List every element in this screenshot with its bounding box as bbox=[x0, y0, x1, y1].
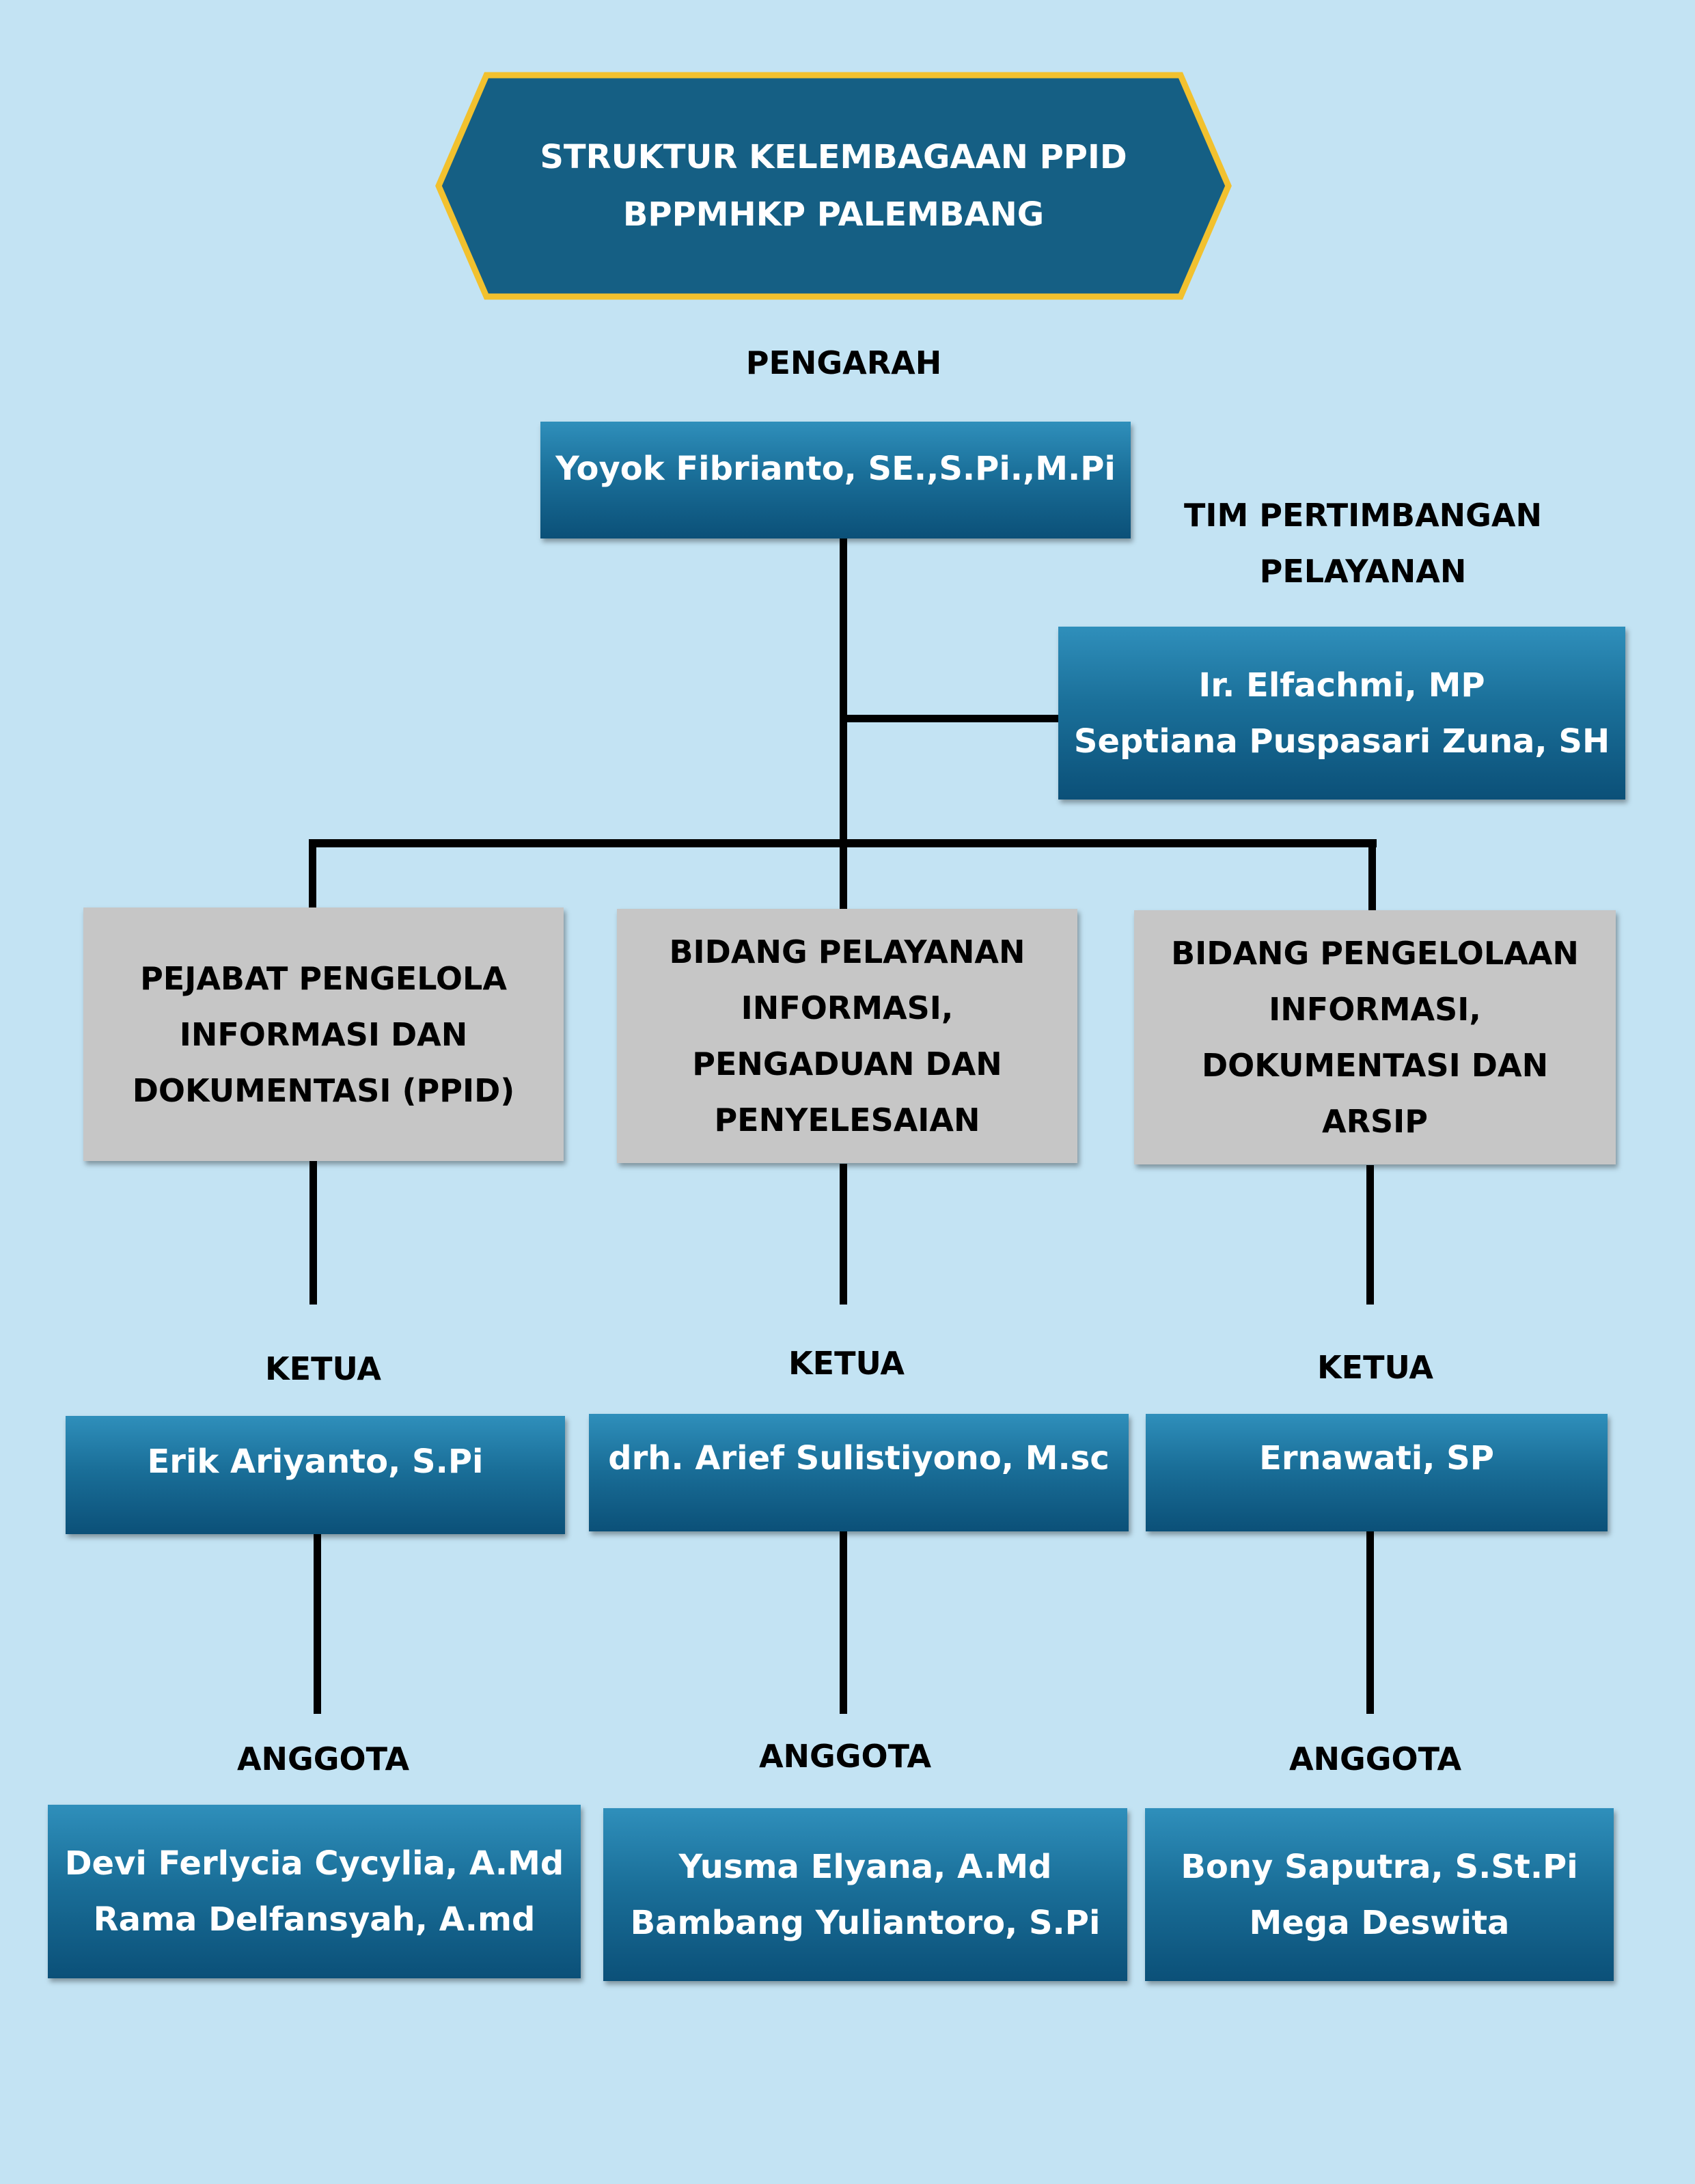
unit2-ketua-name: drh. Arief Sulistiyono, M.sc bbox=[608, 1439, 1110, 1477]
title-line-2: BPPMHKP PALEMBANG bbox=[622, 195, 1045, 234]
title-hexagon-shape bbox=[435, 72, 1232, 300]
connector-unit2-anggota bbox=[840, 1531, 847, 1714]
unit1-anggota-label: ANGGOTA bbox=[236, 1741, 410, 1777]
connector-unit1-anggota bbox=[314, 1534, 321, 1714]
unit-box-pelayanan: BIDANG PELAYANAN INFORMASI, PENGADUAN DA… bbox=[617, 909, 1077, 1163]
page-title: STRUKTUR KELEMBAGAAN PPID BPPMHKP PALEMB… bbox=[433, 71, 1234, 301]
connector-drop-left bbox=[309, 839, 316, 910]
unit2-anggota-1: Yusma Elyana, A.Md bbox=[678, 1847, 1052, 1886]
unit3-ketua-label: KETUA bbox=[1317, 1349, 1433, 1386]
unit2-line-1: BIDANG PELAYANAN bbox=[669, 933, 1025, 970]
unit2-anggota-box: Yusma Elyana, A.Md Bambang Yuliantoro, S… bbox=[603, 1808, 1127, 1981]
unit1-anggota-2: Rama Delfansyah, A.md bbox=[93, 1900, 536, 1939]
unit1-line-2: INFORMASI DAN bbox=[179, 1015, 468, 1053]
connector-tim-branch bbox=[840, 715, 1059, 722]
unit3-anggota-box: Bony Saputra, S.St.Pi Mega Deswita bbox=[1145, 1808, 1614, 1981]
pengarah-name: Yoyok Fibrianto, SE.,S.Pi.,M.Pi bbox=[555, 450, 1116, 488]
title-banner: STRUKTUR KELEMBAGAAN PPID BPPMHKP PALEMB… bbox=[433, 71, 1234, 301]
unit-box-ppid: PEJABAT PENGELOLA INFORMASI DAN DOKUMENT… bbox=[83, 907, 564, 1161]
connector-unit2-ketua bbox=[840, 1164, 847, 1305]
tim-label-line-2: PELAYANAN bbox=[1259, 553, 1467, 590]
unit1-ketua-name: Erik Ariyanto, S.Pi bbox=[147, 1443, 484, 1481]
unit3-line-1: BIDANG PENGELOLAAN bbox=[1171, 935, 1579, 972]
title-line-1: STRUKTUR KELEMBAGAAN PPID bbox=[540, 138, 1127, 176]
unit1-anggota-1: Devi Ferlycia Cycylia, A.Md bbox=[64, 1844, 564, 1883]
unit1-ketua-box: Erik Ariyanto, S.Pi bbox=[66, 1416, 565, 1534]
tim-box: Ir. Elfachmi, MP Septiana Puspasari Zuna… bbox=[1058, 627, 1625, 800]
connector-drop-right bbox=[1368, 839, 1376, 910]
unit3-line-4: ARSIP bbox=[1322, 1103, 1428, 1140]
unit3-line-3: DOKUMENTASI DAN bbox=[1201, 1047, 1549, 1084]
connector-unit3-anggota bbox=[1366, 1531, 1374, 1714]
unit2-ketua-label: KETUA bbox=[788, 1345, 905, 1382]
tim-label: TIM PERTIMBANGAN PELAYANAN bbox=[1155, 487, 1571, 599]
unit3-line-2: INFORMASI, bbox=[1269, 991, 1481, 1028]
unit1-ketua-label: KETUA bbox=[265, 1350, 381, 1387]
unit3-anggota-2: Mega Deswita bbox=[1249, 1903, 1510, 1942]
unit3-ketua-box: Ernawati, SP bbox=[1146, 1414, 1608, 1531]
connector-pengarah-trunk bbox=[840, 538, 847, 912]
pengarah-label: PENGARAH bbox=[745, 344, 942, 381]
unit2-ketua-box: drh. Arief Sulistiyono, M.sc bbox=[589, 1414, 1129, 1531]
unit2-line-2: INFORMASI, bbox=[741, 989, 954, 1026]
tim-member-1: Ir. Elfachmi, MP bbox=[1198, 666, 1485, 705]
unit1-anggota-box: Devi Ferlycia Cycylia, A.Md Rama Delfans… bbox=[48, 1805, 581, 1978]
unit2-anggota-label: ANGGOTA bbox=[758, 1738, 932, 1775]
pengarah-box: Yoyok Fibrianto, SE.,S.Pi.,M.Pi bbox=[540, 422, 1131, 538]
unit3-ketua-name: Ernawati, SP bbox=[1259, 1439, 1494, 1477]
unit1-line-1: PEJABAT PENGELOLA bbox=[140, 959, 507, 997]
connector-horizontal-bar bbox=[309, 839, 1377, 847]
unit3-anggota-1: Bony Saputra, S.St.Pi bbox=[1181, 1847, 1578, 1886]
unit2-anggota-2: Bambang Yuliantoro, S.Pi bbox=[630, 1903, 1101, 1942]
unit2-line-3: PENGADUAN DAN bbox=[692, 1046, 1002, 1082]
tim-label-line-1: TIM PERTIMBANGAN bbox=[1183, 497, 1543, 534]
unit1-line-3: DOKUMENTASI (PPID) bbox=[132, 1071, 515, 1109]
tim-member-2: Septiana Puspasari Zuna, SH bbox=[1073, 722, 1610, 761]
unit3-anggota-label: ANGGOTA bbox=[1289, 1741, 1462, 1777]
unit2-line-4: PENYELESAIAN bbox=[714, 1102, 980, 1138]
connector-unit3-ketua bbox=[1366, 1165, 1374, 1305]
unit-box-pengelolaan: BIDANG PENGELOLAAN INFORMASI, DOKUMENTAS… bbox=[1134, 910, 1616, 1164]
connector-unit1-ketua bbox=[309, 1160, 317, 1305]
